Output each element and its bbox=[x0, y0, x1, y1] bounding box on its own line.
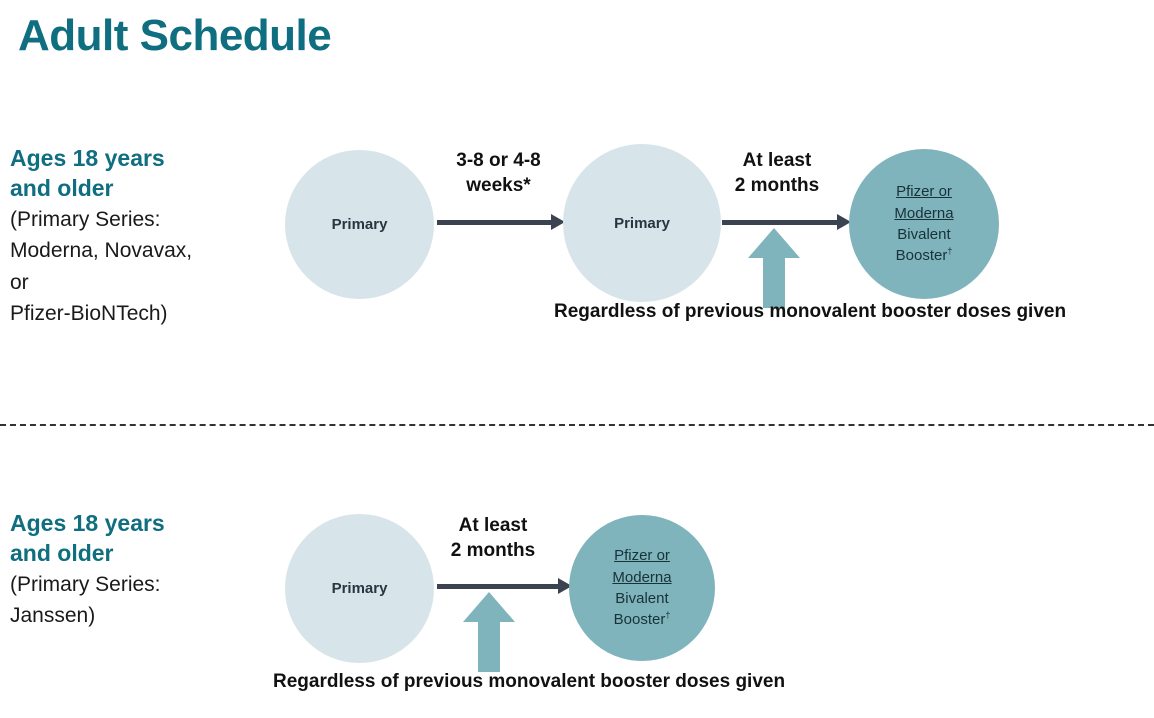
section-1-label-block: Ages 18 years and older (Primary Series:… bbox=[10, 144, 275, 330]
section-2-interval-label: At least 2 months bbox=[428, 513, 558, 563]
section-1-primary-dose-2-circle: Primary bbox=[563, 144, 721, 302]
section-2-booster-dagger-footnote: † bbox=[665, 610, 671, 621]
section-2-heading-line-1: Ages 18 years bbox=[10, 510, 165, 536]
section-2-booster-link-line-2[interactable]: Moderna bbox=[612, 568, 672, 586]
section-2-heading-line-2: and older bbox=[10, 539, 114, 566]
section-1-caption: Regardless of previous monovalent booste… bbox=[554, 301, 1067, 322]
section-2-primary-dose-circle: Primary bbox=[285, 514, 434, 663]
section-1-interval-2-line-1: At least bbox=[742, 150, 812, 171]
section-2-interval-line-2: 2 months bbox=[450, 540, 536, 562]
section-1-interval-2-label: At least 2 months bbox=[712, 148, 842, 198]
section-1-interval-1-label: 3-8 or 4-8 weeks* bbox=[432, 148, 565, 198]
section-2-booster-link-line-1[interactable]: Pfizer or bbox=[614, 547, 670, 565]
section-2-primary-dose-label: Primary bbox=[331, 580, 388, 597]
section-divider bbox=[0, 424, 1154, 426]
section-1-primary-dose-1-circle: Primary bbox=[285, 150, 434, 299]
section-1-bivalent-booster-label: Pfizer or Moderna Bivalent Booster† bbox=[894, 181, 953, 266]
section-1-booster-plain-line-1: Bivalent bbox=[897, 226, 951, 243]
section-1-interval-1-line-2: weeks* bbox=[466, 175, 531, 197]
section-2-subtitle-line-2: Janssen) bbox=[10, 604, 96, 628]
section-1-booster-dagger-footnote: † bbox=[947, 246, 953, 257]
section-1-heading-line-2: and older bbox=[10, 174, 114, 201]
section-2-caption: Regardless of previous monovalent booste… bbox=[273, 671, 786, 692]
section-1-subtitle-line-3: or bbox=[10, 270, 29, 294]
section-2-subtitle-line-1: (Primary Series: bbox=[10, 572, 161, 596]
section-1-subtitle-line-1: (Primary Series: bbox=[10, 207, 161, 231]
section-2-arrow-icon bbox=[437, 577, 572, 597]
section-1-primary-dose-2-label: Primary bbox=[614, 214, 670, 232]
section-1-arrow-1-icon bbox=[437, 213, 565, 233]
section-1-subtitle-line-2: Moderna, Novavax, bbox=[10, 239, 193, 263]
section-1-booster-link-line-2[interactable]: Moderna bbox=[894, 204, 954, 222]
section-2-interval-line-1: At least bbox=[458, 515, 528, 536]
section-1-arrow-2-icon bbox=[722, 213, 851, 233]
section-2-booster-plain-line-2: Booster† bbox=[612, 609, 671, 630]
section-1-booster-plain-text: Booster bbox=[895, 247, 948, 265]
section-1-interval-2-line-2: 2 months bbox=[734, 175, 820, 197]
section-1-subtitle-line-4: Pfizer-BioNTech) bbox=[10, 302, 168, 326]
section-1-bivalent-booster-circle[interactable]: Pfizer or Moderna Bivalent Booster† bbox=[849, 149, 999, 299]
section-1-heading-line-1: Ages 18 years bbox=[10, 145, 165, 171]
section-2-booster-plain-text: Booster bbox=[613, 611, 666, 629]
section-1-primary-dose-1-label: Primary bbox=[331, 216, 388, 233]
section-2-booster-plain-line-1: Bivalent bbox=[615, 590, 669, 607]
section-1-up-arrow-icon bbox=[748, 228, 800, 308]
section-1-interval-1-line-1: 3-8 or 4-8 bbox=[456, 150, 541, 171]
section-2-bivalent-booster-circle[interactable]: Pfizer or Moderna Bivalent Booster† bbox=[569, 515, 715, 661]
section-2-bivalent-booster-label: Pfizer or Moderna Bivalent Booster† bbox=[612, 545, 671, 630]
section-2-label-block: Ages 18 years and older (Primary Series:… bbox=[10, 509, 275, 632]
section-1-booster-link-line-1[interactable]: Pfizer or bbox=[896, 183, 952, 201]
section-1-booster-plain-line-2: Booster† bbox=[894, 245, 953, 266]
page-title: Adult Schedule bbox=[18, 11, 332, 60]
section-2-up-arrow-icon bbox=[463, 592, 515, 672]
